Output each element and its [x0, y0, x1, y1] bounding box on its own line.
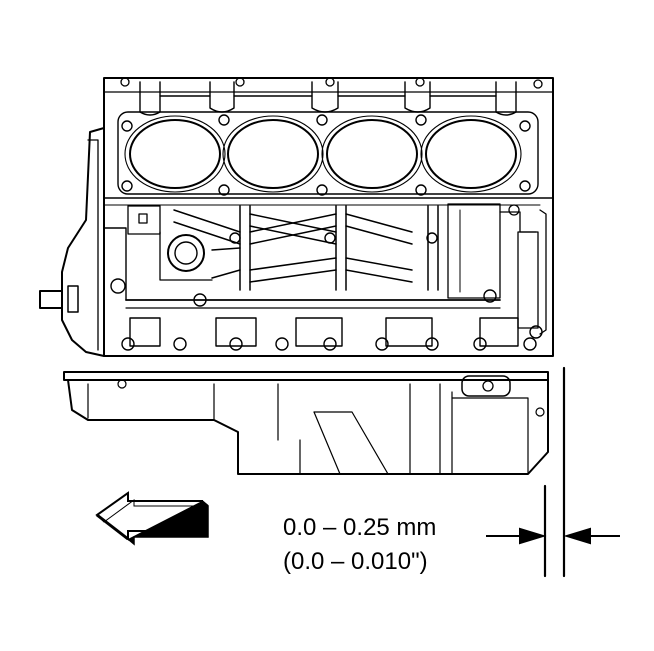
- oil-line-fitting: [461, 375, 511, 397]
- clearance-arrows: [486, 527, 620, 545]
- cylinder-bore-2: [227, 119, 319, 189]
- cylinder-bore-3: [326, 119, 418, 189]
- block-outline: [103, 77, 554, 357]
- oil-filter-boss: [167, 234, 205, 272]
- cylinder-bore-1: [129, 119, 221, 189]
- front-cover: [61, 127, 105, 357]
- front-direction-arrow-icon: [95, 491, 209, 546]
- clearance-spec-imperial: (0.0 – 0.010"): [283, 548, 428, 575]
- clearance-spec-metric: 0.0 – 0.25 mm: [283, 514, 437, 541]
- oil-pan-body: [67, 379, 549, 475]
- cylinder-bore-4: [425, 119, 517, 189]
- oil-pan: [63, 371, 549, 475]
- engine-block: [39, 77, 554, 357]
- cylinder-bores: [129, 119, 517, 189]
- crankshaft-snout: [39, 290, 63, 309]
